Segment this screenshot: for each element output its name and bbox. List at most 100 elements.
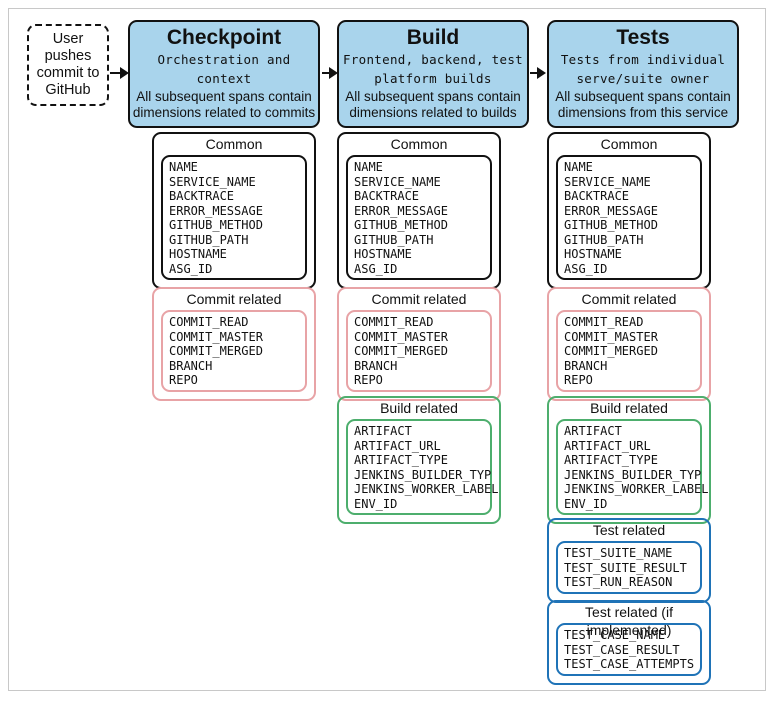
field-name: ERROR_MESSAGE — [354, 203, 448, 218]
field-name: JENKINS_WORKER_LABEL — [354, 482, 499, 496]
field-name: NAME — [354, 160, 383, 174]
field-name: TEST_RUN_REASON — [564, 575, 673, 589]
build-column: Build Frontend, backend, test platform b… — [337, 20, 529, 524]
field-name: GITHUB_PATH — [169, 232, 249, 247]
field-name: COMMIT_MASTER — [169, 329, 263, 344]
group-title: Common — [205, 136, 263, 152]
field-name: TEST_CASE_NAME — [564, 628, 666, 642]
field-name: BRANCH — [169, 358, 213, 373]
field-name: ARTIFACT — [564, 424, 622, 438]
group-title: Commit related — [581, 291, 677, 307]
arrow-build-to-tests — [530, 67, 546, 79]
group-title: Commit related — [186, 291, 282, 307]
tests-column: Tests Tests from individual serve/suite … — [547, 20, 739, 685]
checkpoint-description: All subsequent spans contain dimensions … — [132, 89, 316, 120]
field-name: HOSTNAME — [354, 247, 412, 261]
field-name: ERROR_MESSAGE — [169, 203, 263, 218]
field-name: REPO — [564, 373, 593, 387]
field-name: ASG_ID — [564, 261, 608, 276]
field-name: COMMIT_MASTER — [564, 329, 658, 344]
field-name: BRANCH — [354, 358, 398, 373]
field-name: TEST_SUITE_RESULT — [564, 560, 687, 575]
field-name: ENV_ID — [564, 496, 608, 511]
field-name: ASG_ID — [354, 261, 398, 276]
field-name: NAME — [564, 160, 593, 174]
arrow-checkpoint-to-build — [322, 67, 338, 79]
field-name: HOSTNAME — [564, 247, 622, 261]
field-name: JENKINS_BUILDER_TYP — [564, 467, 702, 482]
group-title: Common — [390, 136, 448, 152]
field-name: REPO — [354, 373, 383, 387]
build-title: Build — [406, 26, 460, 49]
field-name: COMMIT_READ — [564, 315, 644, 329]
field-name: ARTIFACT_TYPE — [564, 453, 658, 467]
user-push-node: User pushes commit to GitHub — [27, 24, 109, 106]
tests-test-cases-group: Test related (if implemented)TEST_CASE_N… — [547, 600, 711, 685]
tests-description: All subsequent spans contain dimensions … — [555, 89, 731, 120]
field-name: COMMIT_READ — [354, 315, 434, 329]
group-title: Commit related — [371, 291, 467, 307]
group-title: Build related — [590, 400, 668, 416]
field-name: GITHUB_PATH — [354, 232, 434, 247]
field-name: BACKTRACE — [169, 189, 235, 203]
field-name: SERVICE_NAME — [169, 174, 256, 189]
field-name: TEST_SUITE_NAME — [564, 546, 673, 560]
field-name: ARTIFACT_URL — [564, 438, 651, 453]
field-name: GITHUB_METHOD — [354, 218, 448, 232]
tests-subtitle: Tests from individual serve/suite owner — [560, 52, 726, 86]
field-name: ENV_ID — [354, 496, 398, 511]
field-name: COMMIT_MERGED — [564, 344, 658, 358]
group-title: Build related — [380, 400, 458, 416]
field-name: SERVICE_NAME — [354, 174, 441, 189]
diagram-frame — [8, 8, 766, 691]
field-name: ARTIFACT_URL — [354, 438, 441, 453]
field-name: GITHUB_METHOD — [169, 218, 263, 232]
field-name: TEST_CASE_ATTEMPTS — [564, 657, 695, 671]
field-name: ASG_ID — [169, 261, 213, 276]
build-header: Build Frontend, backend, test platform b… — [337, 20, 529, 128]
field-name: BRANCH — [564, 358, 608, 373]
user-push-label: User pushes commit to GitHub — [36, 31, 100, 98]
field-name: ARTIFACT_TYPE — [354, 453, 448, 467]
checkpoint-title: Checkpoint — [166, 26, 282, 49]
group-title: Common — [600, 136, 658, 152]
checkpoint-subtitle: Orchestration and context — [157, 52, 291, 86]
field-name: TEST_CASE_RESULT — [564, 642, 680, 657]
field-name: COMMIT_MERGED — [169, 344, 263, 358]
field-name: ERROR_MESSAGE — [564, 203, 658, 218]
arrow-user-to-checkpoint — [110, 67, 129, 79]
field-name: BACKTRACE — [354, 189, 420, 203]
tests-title: Tests — [616, 26, 670, 49]
field-name: COMMIT_MASTER — [354, 329, 448, 344]
field-name: COMMIT_MERGED — [354, 344, 448, 358]
build-subtitle: Frontend, backend, test platform builds — [343, 52, 523, 86]
group-title: Test related (if implemented) — [585, 604, 673, 638]
field-name: BACKTRACE — [564, 189, 630, 203]
checkpoint-header: Checkpoint Orchestration and context All… — [128, 20, 320, 128]
checkpoint-column: Checkpoint Orchestration and context All… — [128, 20, 320, 401]
field-name: GITHUB_PATH — [564, 232, 644, 247]
build-description: All subsequent spans contain dimensions … — [345, 89, 521, 120]
field-name: ARTIFACT — [354, 424, 412, 438]
field-name: SERVICE_NAME — [564, 174, 651, 189]
field-name: JENKINS_WORKER_LABEL — [564, 482, 709, 496]
